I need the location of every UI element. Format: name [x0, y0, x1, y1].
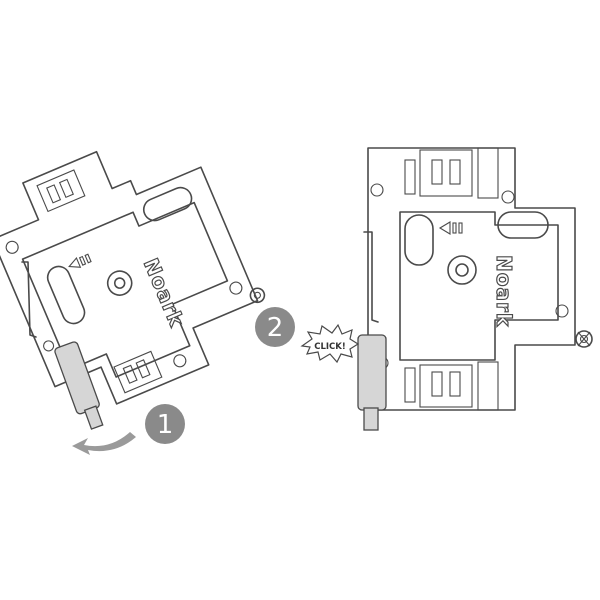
- breaker-tilted: Noark: [0, 150, 266, 405]
- brand-label-right: Noark: [492, 255, 516, 327]
- brand-label-left: Noark: [139, 255, 189, 331]
- din-rail-left: [21, 261, 37, 338]
- rotation-arrow: [72, 432, 136, 455]
- click-callout: CLICK!: [300, 323, 360, 364]
- din-clip-right: [357, 334, 387, 431]
- din-rail-right: [363, 231, 379, 323]
- breaker-upright: Noark: [367, 147, 593, 411]
- click-label: CLICK!: [314, 342, 346, 352]
- svg-text:1: 1: [157, 410, 174, 440]
- step-2-badge: 2: [255, 307, 295, 347]
- din-clip-left: [54, 341, 104, 430]
- step-1-badge: 1: [145, 404, 185, 444]
- svg-text:2: 2: [267, 313, 284, 343]
